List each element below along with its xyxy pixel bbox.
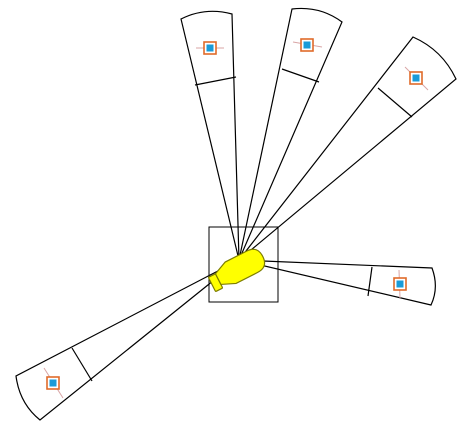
emitter-body — [214, 248, 266, 286]
yellow-emitter[interactable] — [206, 246, 269, 294]
drag-handle-center — [412, 74, 420, 82]
beam-band-line — [194, 76, 237, 86]
beam-bottom-left[interactable] — [15, 259, 240, 421]
drag-handle-center — [396, 280, 404, 288]
beam-top-left[interactable] — [180, 10, 240, 261]
drag-handle-center — [49, 379, 57, 387]
beam-top-middle[interactable] — [238, 7, 343, 261]
beam-band-line — [377, 87, 413, 118]
beam-top-right[interactable] — [238, 36, 457, 261]
beam-wedge — [238, 36, 457, 261]
beam-right[interactable] — [238, 259, 436, 306]
drag-handle-center — [206, 44, 214, 52]
beam-wedge — [238, 259, 436, 306]
beam-wedge — [180, 10, 240, 261]
beam-wedge — [15, 259, 240, 421]
beam-band-line — [71, 347, 93, 382]
beam-band-line — [367, 266, 373, 297]
beam-band-line — [281, 68, 320, 83]
beam-group — [15, 7, 457, 421]
beam-wedge — [238, 7, 343, 261]
drag-handle-center — [303, 41, 311, 49]
emitter-bounding-box[interactable] — [208, 226, 279, 303]
